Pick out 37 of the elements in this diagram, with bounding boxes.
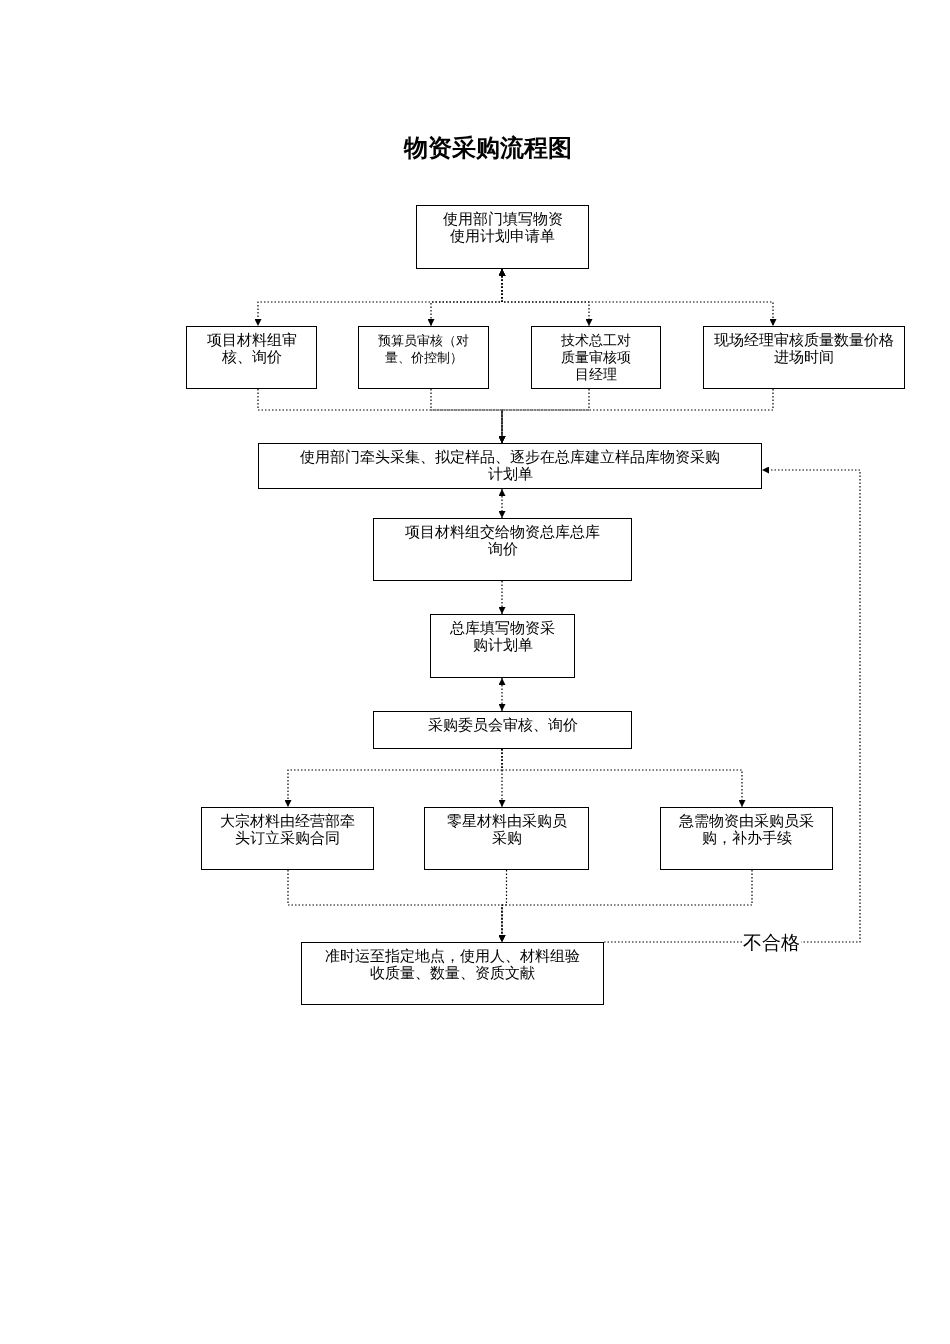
process-box [258,443,762,489]
process-box [531,326,661,389]
box-text: 使用部门牵头采集、拟定样品、逐步在总库建立样品库物资采购计划单 [299,449,721,483]
box-text: 急需物资由采购员采购，补办手续 [678,813,815,847]
dotted-arrow [603,466,861,943]
dotted-arrow [498,388,774,444]
edge-label: 不合格 [742,931,801,953]
box-text: 采购委员会审核、询价 [427,717,578,734]
dotted-arrow [498,388,590,444]
process-box [416,205,589,269]
box-text: 零星材料由采购员采购 [445,813,568,847]
dotted-arrow [498,268,777,327]
box-text: 项目材料组审核、询价 [205,332,298,366]
process-box [430,614,575,678]
dotted-arrow [501,748,746,808]
process-box [186,326,317,389]
dotted-arrow [498,677,506,712]
process-box [358,326,489,389]
box-text: 总库填写物资采购计划单 [449,620,556,654]
diagram-title: 物资采购流程图 [402,134,573,163]
process-box [373,711,632,749]
process-box [373,518,632,581]
process-box [703,326,905,389]
box-text: 现场经理审核质量数量价格进场时间 [713,332,895,366]
box-text: 技术总工对质量审核项目经理 [560,332,632,383]
dotted-arrow [498,580,506,615]
process-box [424,807,589,870]
process-box [201,807,374,870]
dotted-arrow [498,869,753,943]
dotted-arrow [498,488,506,519]
box-text: 使用部门填写物资使用计划申请单 [441,211,564,245]
process-box [301,942,604,1005]
box-text: 预算员审核（对量、价控制） [377,332,470,366]
box-text: 项目材料组交给物资总库总库询价 [404,524,601,558]
box-text: 大宗材料由经营部牵头订立采购合同 [219,813,356,847]
box-text: 准时运至指定地点，使用人、材料组验收质量、数量、资质文献 [324,948,581,982]
process-box [660,807,833,870]
